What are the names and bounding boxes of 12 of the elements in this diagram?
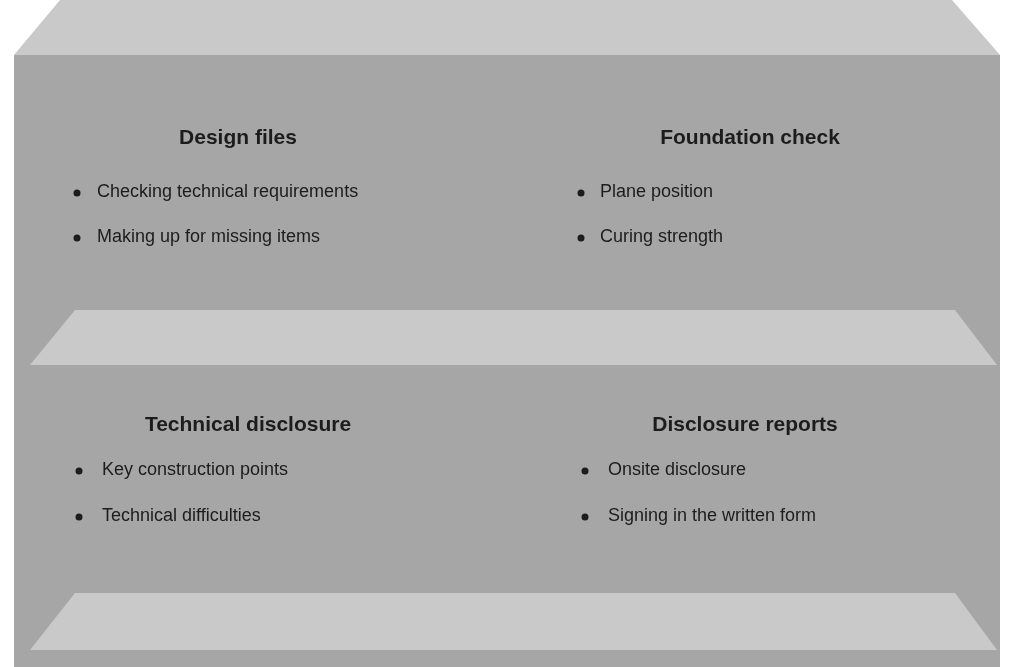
- bullet-text: Plane position: [600, 181, 714, 203]
- section-heading: Design files: [179, 124, 297, 150]
- section-heading: Foundation check: [660, 124, 840, 150]
- bullet-text: Technical difficulties: [102, 505, 261, 527]
- bullet-text: Checking technical requirements: [97, 181, 359, 203]
- bullet-text: Key construction points: [102, 459, 289, 481]
- bullet-text: Making up for missing items: [97, 226, 321, 248]
- bullet-text: Signing in the written form: [608, 505, 817, 527]
- bullet-text: Curing strength: [600, 226, 724, 248]
- section-heading: Technical disclosure: [144, 411, 352, 437]
- section-heading: Disclosure reports: [652, 411, 838, 437]
- bullet-text: Onsite disclosure: [608, 459, 747, 481]
